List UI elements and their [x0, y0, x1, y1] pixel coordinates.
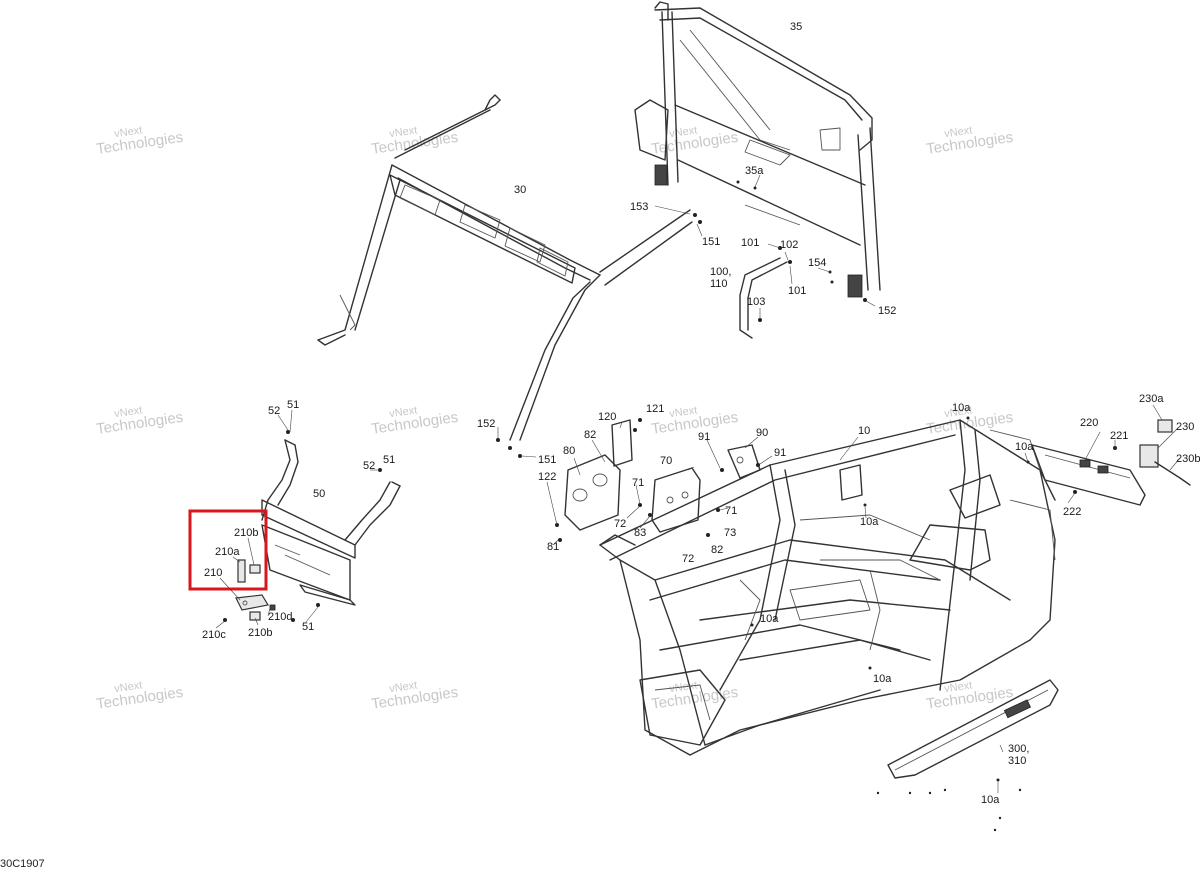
callout-35[interactable]: 35: [790, 21, 802, 33]
callout-91[interactable]: 91: [698, 431, 710, 443]
callout-210b2[interactable]: 210b: [248, 627, 272, 639]
svg-text:vNext: vNext: [389, 404, 419, 420]
callout-82[interactable]: 82: [584, 429, 596, 441]
callout-152[interactable]: 152: [878, 305, 896, 317]
watermark: vNext Technologies: [95, 404, 184, 437]
callout-35a[interactable]: 35a: [745, 165, 764, 177]
svg-text:vNext: vNext: [944, 679, 974, 695]
callout-101b[interactable]: 101: [788, 285, 806, 297]
svg-text:vNext: vNext: [944, 404, 974, 420]
part-100-grab-handle[interactable]: [739, 257, 788, 339]
callout-10a[interactable]: 10a: [860, 516, 879, 528]
callout-100[interactable]: 100,: [710, 266, 731, 278]
callout-91b[interactable]: 91: [774, 447, 786, 459]
callout-310[interactable]: 310: [1008, 755, 1026, 767]
callout-51b[interactable]: 51: [383, 454, 395, 466]
callout-220[interactable]: 220: [1080, 417, 1098, 429]
callout-83[interactable]: 83: [634, 527, 646, 539]
watermark: vNext Technologies: [95, 679, 184, 712]
callout-230a[interactable]: 230a: [1139, 393, 1164, 405]
part-90-bracket[interactable]: [727, 444, 761, 479]
svg-text:vNext: vNext: [114, 404, 144, 420]
callout-103[interactable]: 103: [747, 296, 765, 308]
leader-lines: [215, 174, 1181, 793]
callout-230b[interactable]: 230b: [1176, 453, 1200, 465]
callout-300[interactable]: 300,: [1008, 743, 1029, 755]
svg-text:vNext: vNext: [944, 124, 974, 140]
callout-81[interactable]: 81: [547, 541, 559, 553]
callout-210b[interactable]: 210b: [234, 527, 258, 539]
watermark: vNext Technologies: [925, 679, 1014, 712]
part-35-rear-cage[interactable]: [634, 1, 881, 298]
part-120-bracket[interactable]: [611, 419, 633, 467]
callout-80[interactable]: 80: [563, 445, 575, 457]
callout-10a-c[interactable]: 10a: [1015, 441, 1034, 453]
svg-text:vNext: vNext: [114, 124, 144, 140]
callout-71[interactable]: 71: [632, 477, 644, 489]
callout-51[interactable]: 51: [287, 399, 299, 411]
callout-50[interactable]: 50: [313, 488, 325, 500]
callout-210c[interactable]: 210c: [202, 629, 226, 641]
callout-154[interactable]: 154: [808, 257, 826, 269]
callout-10a-d[interactable]: 10a: [760, 613, 779, 625]
callout-52[interactable]: 52: [268, 405, 280, 417]
callout-82b[interactable]: 82: [711, 544, 723, 556]
callout-10a-b[interactable]: 10a: [952, 402, 971, 414]
callout-153[interactable]: 153: [630, 201, 648, 213]
watermark: vNext Technologies: [95, 124, 184, 157]
callout-151b[interactable]: 151: [538, 454, 556, 466]
part-300-skid-plate[interactable]: [887, 679, 1059, 779]
callout-122[interactable]: 122: [538, 471, 556, 483]
callout-151[interactable]: 151: [702, 236, 720, 248]
callout-210[interactable]: 210: [204, 567, 222, 579]
callout-152b[interactable]: 152: [477, 418, 495, 430]
svg-text:vNext: vNext: [389, 679, 419, 695]
callout-101[interactable]: 101: [741, 237, 759, 249]
fasteners: [223, 180, 1117, 832]
callout-71b[interactable]: 71: [725, 505, 737, 517]
part-80-bracket[interactable]: [564, 454, 621, 531]
callout-222[interactable]: 222: [1063, 506, 1081, 518]
callout-30[interactable]: 30: [514, 184, 526, 196]
callout-210a[interactable]: 210a: [215, 546, 240, 558]
callout-51c[interactable]: 51: [302, 621, 314, 633]
part-210-hardware[interactable]: [235, 559, 276, 621]
diagram-code: 30C1907: [0, 858, 45, 870]
callout-10a-f[interactable]: 10a: [981, 794, 1000, 806]
watermark: vNext Technologies: [370, 679, 459, 712]
callout-73[interactable]: 73: [724, 527, 736, 539]
callout-10[interactable]: 10: [858, 425, 870, 437]
callout-labels: 35 35a 30 153 151 101 102 100, 110 154 1…: [202, 21, 1200, 806]
part-70-plate[interactable]: [651, 467, 701, 533]
callout-10a-e[interactable]: 10a: [873, 673, 892, 685]
callout-221[interactable]: 221: [1110, 430, 1128, 442]
callout-121[interactable]: 121: [646, 403, 664, 415]
callout-210d[interactable]: 210d: [268, 611, 292, 623]
callout-52b[interactable]: 52: [363, 460, 375, 472]
watermark: vNext Technologies: [370, 404, 459, 437]
part-230-hitch-ball[interactable]: [1139, 419, 1191, 486]
part-50-front-bumper[interactable]: [261, 439, 401, 606]
callout-90[interactable]: 90: [756, 427, 768, 439]
callout-230[interactable]: 230: [1176, 421, 1194, 433]
part-30-front-rops[interactable]: [317, 94, 693, 441]
callout-72[interactable]: 72: [614, 518, 626, 530]
callout-72b[interactable]: 72: [682, 553, 694, 565]
callout-120[interactable]: 120: [598, 411, 616, 423]
callout-102[interactable]: 102: [780, 239, 798, 251]
watermark: vNext Technologies: [370, 124, 459, 157]
svg-text:vNext: vNext: [114, 679, 144, 695]
svg-text:vNext: vNext: [389, 124, 419, 140]
callout-110[interactable]: 110: [710, 278, 728, 290]
watermark: vNext Technologies: [650, 124, 739, 157]
callout-70[interactable]: 70: [660, 455, 672, 467]
highlight-box: [188, 509, 268, 591]
watermark: vNext Technologies: [925, 124, 1014, 157]
svg-text:vNext: vNext: [669, 404, 699, 420]
